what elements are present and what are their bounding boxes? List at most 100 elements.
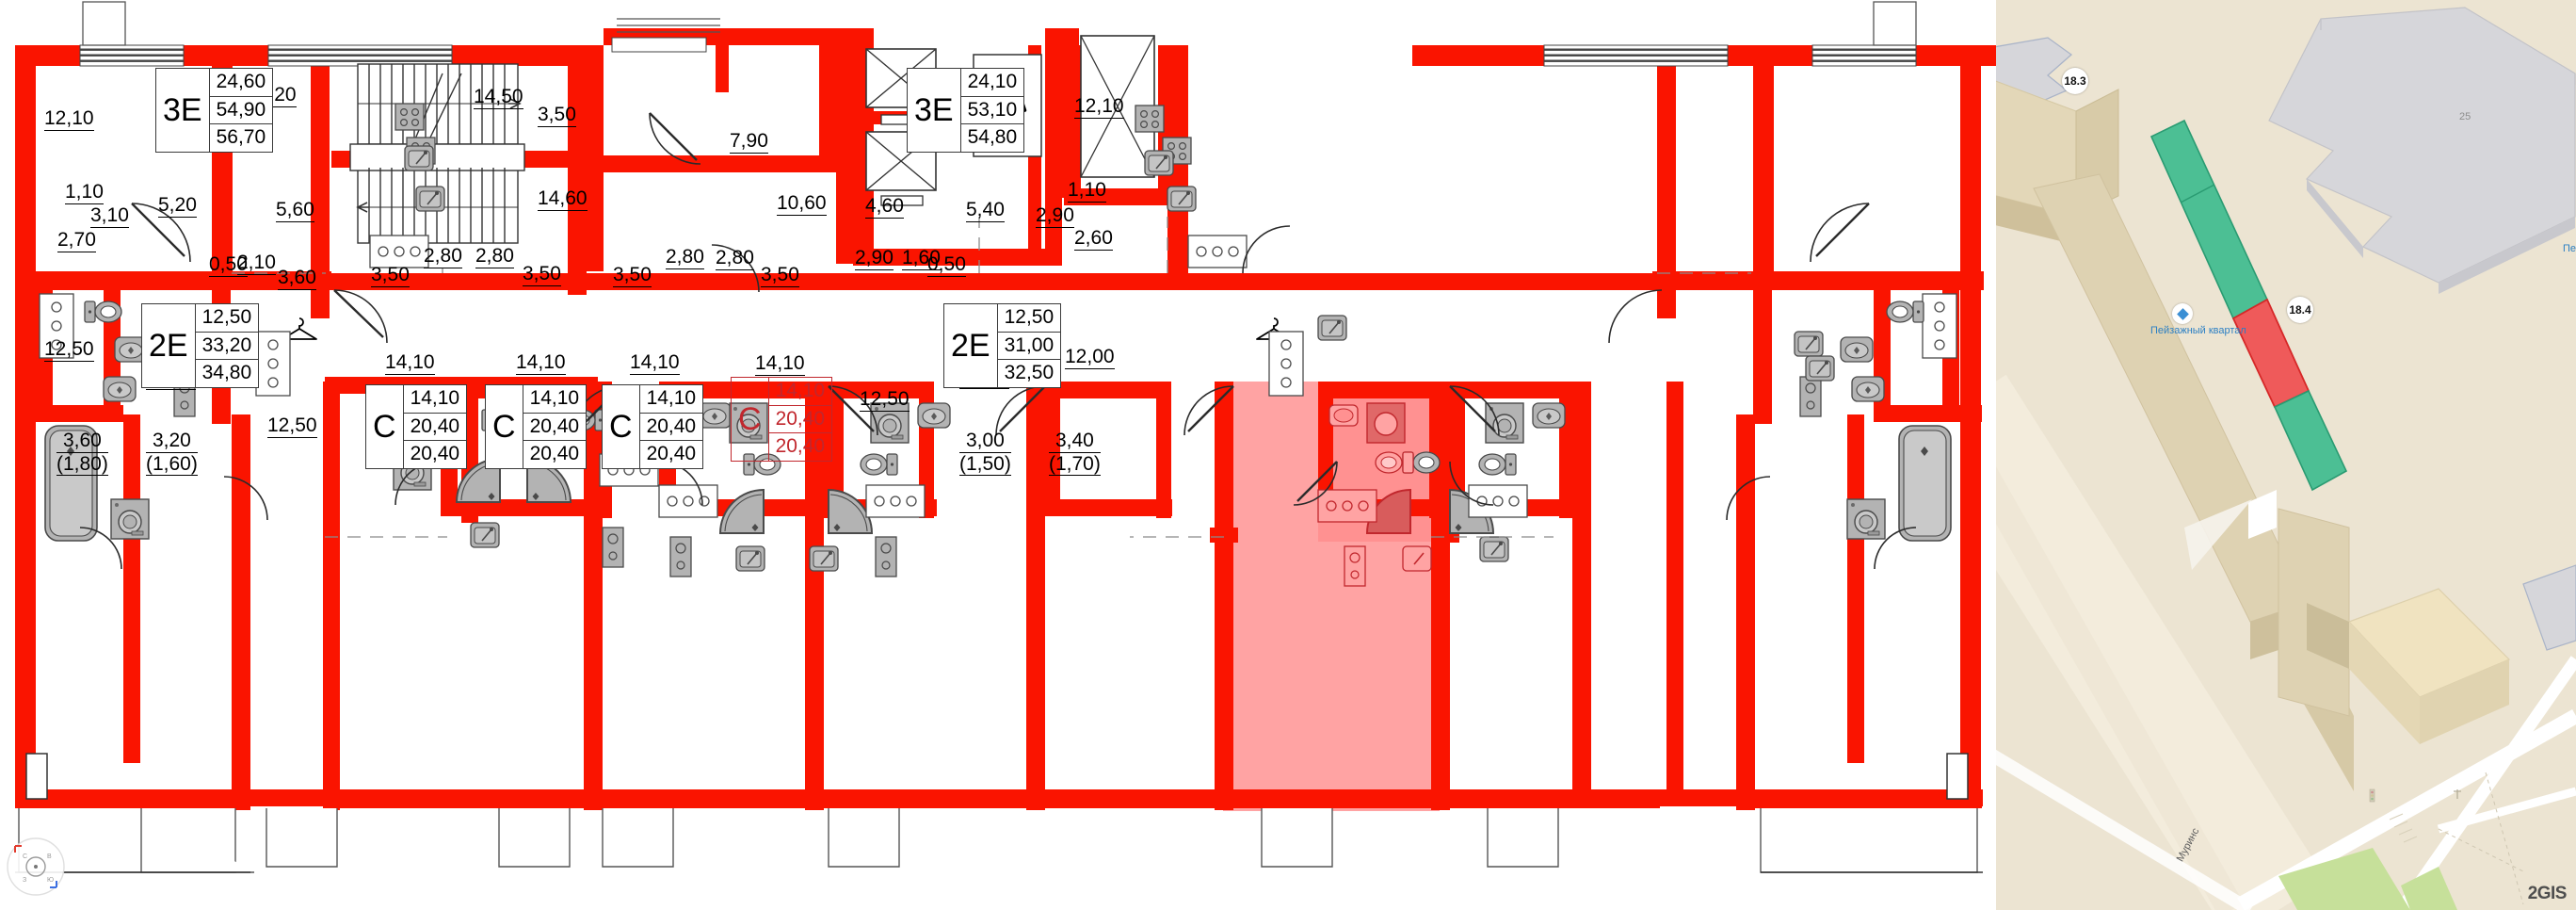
area-with-balcony: 20,40 — [646, 443, 697, 465]
apartment-type-label: 3E — [163, 91, 202, 128]
building-blocks-grey — [1996, 7, 2576, 651]
total-area: 53,10 — [960, 97, 1024, 125]
svg-text:З: З — [23, 877, 26, 884]
room-area-label: 12,10 — [44, 107, 94, 131]
balcony-area-label: 3,20(1,60) — [146, 430, 198, 477]
map-details — [2369, 772, 2524, 905]
room-area-label: 7,90 — [730, 130, 768, 154]
wall-structure — [15, 28, 1996, 812]
compass-icon[interactable]: С В З Ю — [6, 837, 66, 897]
area-with-balcony: 54,80 — [967, 126, 1018, 149]
living-area: 12,50 — [195, 304, 259, 333]
gis-attribution: 2GIS — [2527, 884, 2568, 903]
area-with-balcony: 20,40 — [410, 443, 460, 465]
living-area: 14,10 — [768, 378, 832, 406]
room-area-label: 2,60 — [1074, 227, 1113, 251]
living-area: 24,60 — [209, 69, 273, 97]
studio-bath-6 — [1449, 402, 1566, 562]
balcony-coefficient: (1,50) — [959, 452, 1011, 477]
map-building-number: 25 — [2459, 111, 2471, 122]
apartment-type-label: C — [373, 408, 396, 445]
roads — [1996, 374, 2576, 910]
apartment-type-label: C — [609, 408, 633, 445]
area-with-balcony: 32,50 — [1004, 362, 1055, 384]
balcony-area-label: 3,60(1,80) — [56, 430, 108, 477]
map-building-marker[interactable]: 18.3 — [2062, 68, 2088, 94]
room-area-label: 2,80 — [424, 245, 462, 268]
total-area: 20,40 — [523, 414, 587, 442]
room-area-label: 12,00 — [1065, 346, 1115, 369]
room-area-label: 14,10 — [516, 351, 566, 375]
building-sections — [2149, 119, 2348, 539]
room-area-label: 14,10 — [630, 351, 680, 375]
dashed-guides — [232, 217, 1751, 538]
area-with-balcony: 56,70 — [216, 126, 266, 149]
room-area-label: 1,10 — [65, 181, 104, 204]
room-area-label: 12,10 — [1074, 95, 1124, 119]
balcony-area-label: 3,00(1,50) — [959, 430, 1011, 477]
apartment-type-label: C — [738, 400, 762, 437]
balconies — [18, 808, 1978, 873]
room-area-label: 3,50 — [371, 264, 410, 287]
room-area-label: 2,70 — [57, 229, 96, 252]
park-areas — [2278, 848, 2457, 910]
living-area: 14,10 — [639, 385, 703, 414]
room-area-label: 3,50 — [613, 264, 652, 287]
svg-text:В: В — [47, 853, 52, 860]
room-area-label: 2,10 — [237, 252, 276, 275]
studio-bath-selected — [1317, 402, 1441, 587]
top-projections — [82, 1, 1917, 46]
map-street-label: Пе — [2563, 243, 2576, 254]
room-area-label: 5,20 — [158, 194, 197, 218]
room-area-label: 5,40 — [966, 199, 1005, 222]
map-poi-label[interactable]: Пейзажный квартал — [2150, 325, 2246, 336]
room-area-label: 14,60 — [538, 187, 588, 211]
total-area: 20,40 — [403, 414, 467, 442]
area-with-balcony: 20,40 — [529, 443, 580, 465]
room-area-label: 14,50 — [474, 86, 523, 109]
map-poi-marker[interactable] — [2172, 303, 2193, 324]
total-area: 20,40 — [639, 414, 703, 442]
apartment-type-label: 2E — [951, 327, 990, 364]
map-drawing — [1996, 0, 2576, 910]
total-area: 33,20 — [195, 333, 259, 361]
room-area-label: 3,60 — [278, 267, 316, 290]
balcony-coefficient: (1,60) — [146, 452, 198, 477]
balcony-coefficient: (1,70) — [1049, 452, 1101, 477]
room-area-label: 3,10 — [90, 204, 129, 228]
balcony-railings — [15, 753, 1983, 873]
total-area: 31,00 — [997, 333, 1061, 361]
room-area-label: 12,50 — [44, 338, 94, 362]
floor-plan-drawing — [15, 1, 1996, 873]
room-area-label: 2,80 — [716, 247, 754, 270]
room-area-label: 2,90 — [855, 247, 894, 270]
room-area-label: 3,50 — [538, 104, 576, 127]
room-area-label: 3,50 — [523, 263, 561, 286]
room-area-label: 14,10 — [385, 351, 435, 375]
balcony-area: 3,40 — [1049, 430, 1101, 453]
balcony-area: 3,20 — [146, 430, 198, 453]
map-building-marker[interactable]: 18.4 — [2287, 297, 2313, 323]
total-area: 20,40 — [768, 406, 832, 434]
area-with-balcony: 20,40 — [775, 435, 826, 458]
living-area: 24,10 — [960, 69, 1024, 97]
windows-top — [79, 1, 1917, 67]
floor-plan-canvas[interactable]: 12,1018,2014,503,507,9017,0012,101,103,1… — [0, 0, 1996, 910]
living-area: 14,10 — [523, 385, 587, 414]
